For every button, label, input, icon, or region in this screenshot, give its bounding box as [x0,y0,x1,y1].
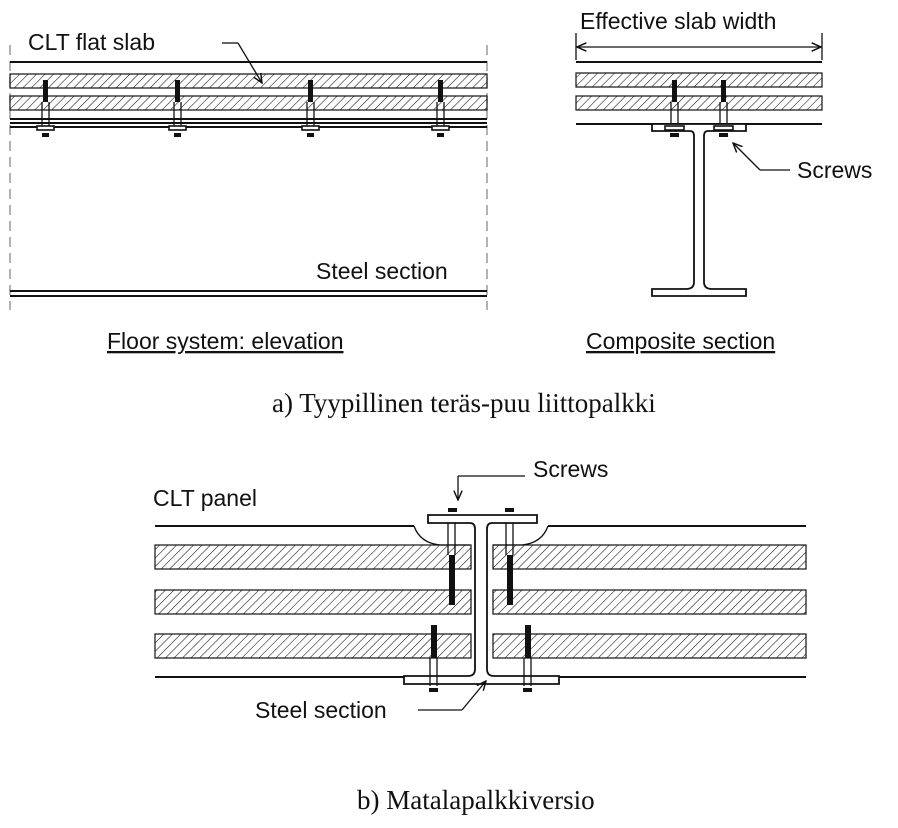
right-panel-hatched-layer-2 [492,589,807,615]
slab-label: CLT flat slab [28,29,155,55]
caption-a: a) Tyypillinen teräs-puu liittopalkki [272,388,656,418]
elevation-screw [168,80,187,137]
slab-leader-arrow [237,42,262,83]
right-panel-hatched-layer-1 [492,544,807,570]
lower-screw-right [523,625,532,692]
left-panel-hatched-layer-2 [154,589,472,615]
b-screws-label: Screws [533,456,608,482]
right-panel-notch [493,525,549,546]
composite-section-title: Composite section [586,328,775,354]
section-screw [664,80,685,137]
b-steel-leader-arrow [461,681,486,711]
right-panel-hatched-layer-3 [492,633,807,659]
slab-hatched-layer-2 [9,95,488,111]
elevation-screw [431,80,450,137]
clt-panel-label: CLT panel [153,485,257,511]
steel-section-label: Steel section [316,258,448,284]
section-hatched-layer-1 [575,72,823,88]
upper-screw-right [505,508,514,605]
steel-i-beam [651,123,747,297]
b-steel-section-label: Steel section [255,697,387,723]
left-panel-hatched-layer-1 [154,544,472,570]
section-screw [713,80,734,137]
caption-b: b) Matalapalkkiversio [357,785,595,815]
elevation-screw [301,80,320,137]
elevation-view: CLT flat slab Steel section Floor system… [9,29,488,354]
lower-screw-left [429,625,438,692]
left-panel-notch [413,525,470,546]
upper-screw-left [447,508,457,605]
slab-hatched-layer-1 [9,73,488,89]
elevation-title: Floor system: elevation [107,328,343,354]
left-panel-hatched-layer-3 [154,633,472,659]
effective-width-label: Effective slab width [580,8,776,34]
elevation-screw [36,80,55,137]
composite-section-view: Effective slab width Screws Composite se… [575,8,872,354]
section-hatched-layer-2 [575,95,823,111]
screws-label: Screws [797,157,872,183]
screws-leader-arrow [733,143,761,171]
steel-low-beam [403,514,560,685]
low-beam-view: Screws CLT panel Steel section [153,456,807,723]
